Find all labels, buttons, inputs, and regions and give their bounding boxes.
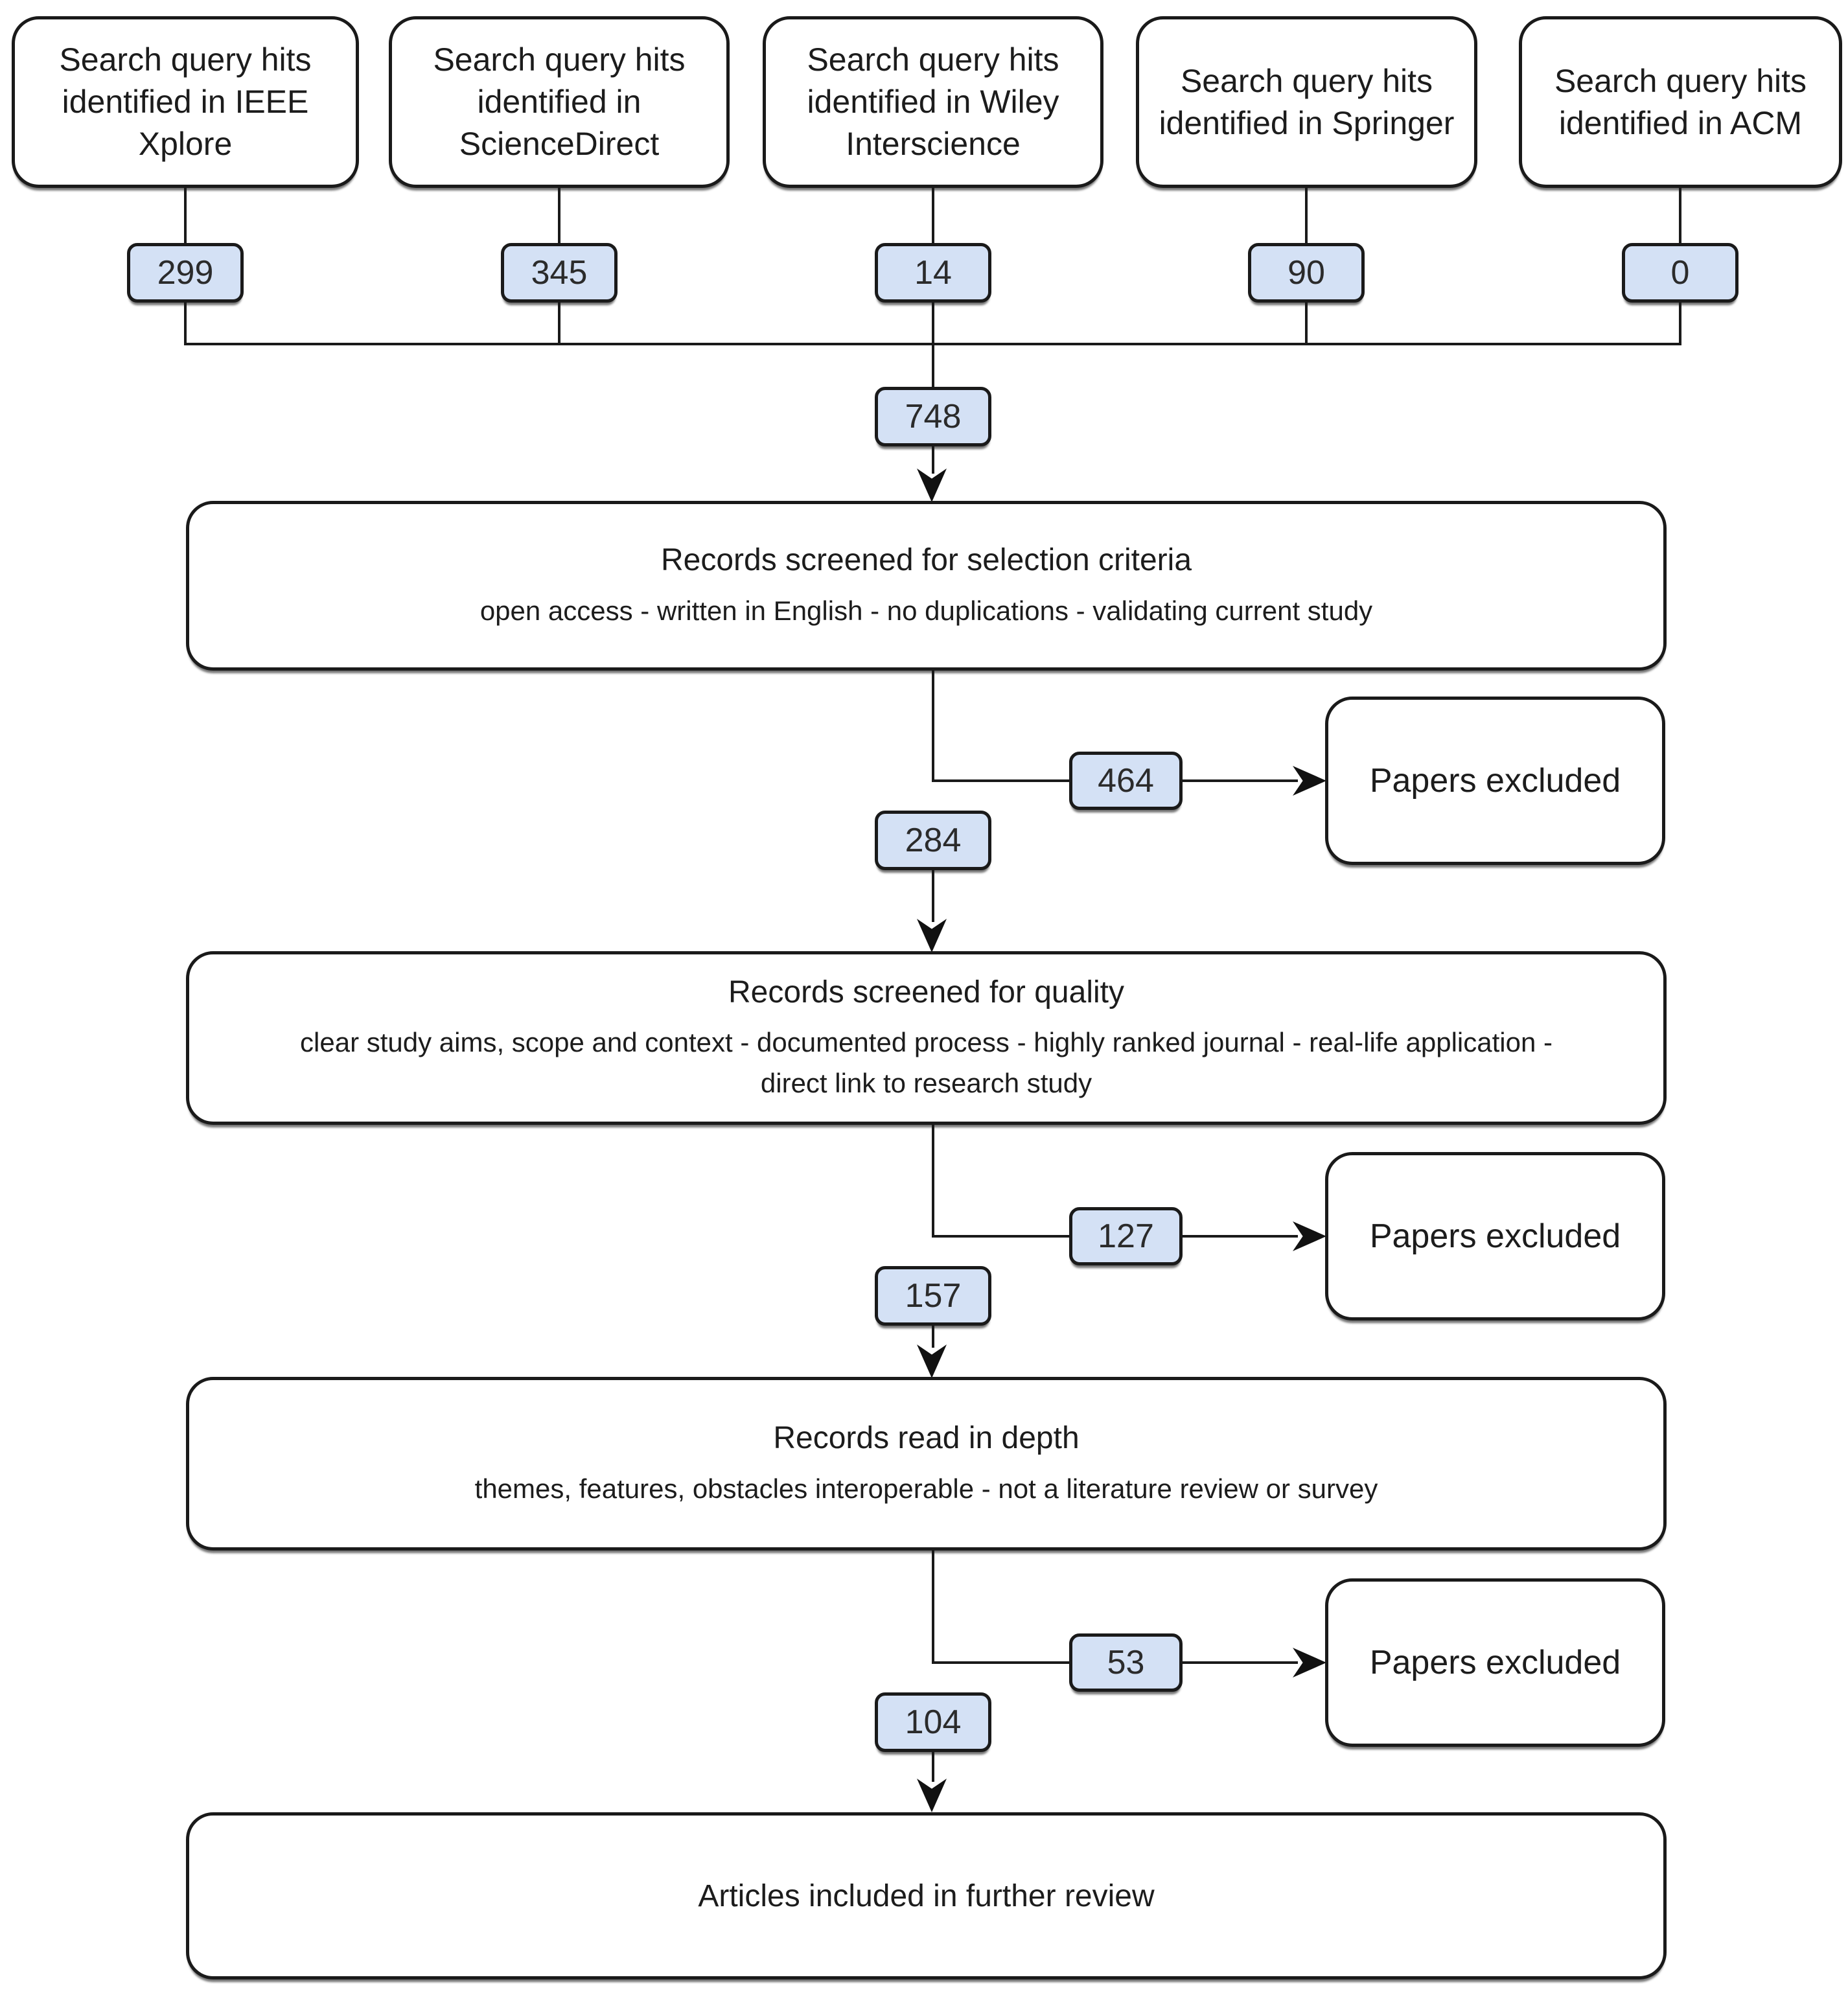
stage-text: Records screened for quality clear study… bbox=[189, 973, 1663, 1103]
source-box-label: Search query hits identified in ScienceD… bbox=[433, 41, 686, 162]
stage-box-read-in-depth: Records read in depth themes, features, … bbox=[186, 1377, 1667, 1551]
papers-excluded-box-2: Papers excluded bbox=[1325, 1152, 1665, 1320]
branch-arrow-line-1 bbox=[1183, 779, 1298, 782]
final-box-label: Articles included in further review bbox=[698, 1878, 1155, 1913]
source-box-springer: Search query hits identified in Springer bbox=[1136, 16, 1477, 188]
connector-stub-acm-bottom bbox=[1679, 301, 1681, 345]
main-flow-line-7 bbox=[932, 1752, 934, 1782]
count-badge-wiley-interscience: 14 bbox=[875, 243, 991, 303]
main-flow-line-6 bbox=[932, 1551, 934, 1663]
papers-excluded-label: Papers excluded bbox=[1369, 1644, 1621, 1681]
remaining-count-badge-1: 284 bbox=[875, 811, 991, 870]
excluded-count-badge-3: 53 bbox=[1069, 1633, 1183, 1692]
connector-stub-sciencedirect-bottom bbox=[558, 301, 560, 345]
source-box-label: Search query hits identified in IEEE Xpl… bbox=[59, 41, 312, 162]
papers-excluded-label: Papers excluded bbox=[1369, 762, 1621, 800]
connector-stub-sciencedirect-top bbox=[558, 187, 560, 245]
stage-title: Records read in depth bbox=[773, 1421, 1080, 1456]
papers-excluded-label: Papers excluded bbox=[1369, 1217, 1621, 1255]
main-flow-line-2 bbox=[932, 671, 934, 782]
remaining-count-badge-3: 104 bbox=[875, 1692, 991, 1752]
excluded-count-badge-2: 127 bbox=[1069, 1207, 1183, 1265]
branch-line-2 bbox=[932, 1235, 1069, 1238]
branch-arrow-line-2 bbox=[1183, 1235, 1298, 1238]
merge-connector-line bbox=[185, 343, 1681, 345]
source-box-label: Search query hits identified in ACM bbox=[1554, 62, 1807, 141]
papers-excluded-box-3: Papers excluded bbox=[1325, 1578, 1665, 1747]
connector-stub-springer-bottom bbox=[1305, 301, 1308, 345]
stage-box-quality: Records screened for quality clear study… bbox=[186, 951, 1667, 1125]
main-flow-line-4 bbox=[932, 1125, 934, 1236]
count-badge-sciencedirect: 345 bbox=[501, 243, 618, 303]
source-box-sciencedirect: Search query hits identified in ScienceD… bbox=[389, 16, 730, 188]
main-flow-line-3 bbox=[932, 870, 934, 922]
stage-criteria: clear study aims, scope and context - do… bbox=[300, 1027, 1553, 1099]
connector-stub-ieee-top bbox=[184, 187, 187, 245]
papers-excluded-box-1: Papers excluded bbox=[1325, 697, 1665, 865]
branch-line-3 bbox=[932, 1661, 1069, 1664]
branch-arrow-line-3 bbox=[1183, 1661, 1298, 1664]
arrowhead-down-icon bbox=[917, 1779, 947, 1812]
source-box-ieee-xplore: Search query hits identified in IEEE Xpl… bbox=[12, 16, 359, 188]
connector-stub-ieee-bottom bbox=[184, 301, 187, 345]
stage-criteria: open access - written in English - no du… bbox=[479, 595, 1373, 626]
total-count-badge: 748 bbox=[875, 387, 991, 446]
arrowhead-down-icon bbox=[917, 1344, 947, 1378]
source-box-label: Search query hits identified in Wiley In… bbox=[807, 41, 1059, 162]
stage-title: Records screened for selection criteria bbox=[660, 543, 1192, 578]
count-badge-ieee-xplore: 299 bbox=[127, 243, 244, 303]
connector-stub-springer-top bbox=[1305, 187, 1308, 245]
stage-text: Records read in depth themes, features, … bbox=[189, 1418, 1663, 1508]
final-box-articles-included: Articles included in further review bbox=[186, 1812, 1667, 1979]
remaining-count-badge-2: 157 bbox=[875, 1266, 991, 1326]
main-flow-line-1 bbox=[932, 445, 934, 474]
count-badge-springer: 90 bbox=[1248, 243, 1365, 303]
connector-stub-wiley-top bbox=[932, 187, 934, 245]
stage-criteria: themes, features, obstacles interoperabl… bbox=[474, 1473, 1378, 1504]
arrowhead-down-icon bbox=[917, 919, 947, 952]
main-flow-line-5 bbox=[932, 1326, 934, 1348]
connector-stub-acm-top bbox=[1679, 187, 1681, 245]
source-box-acm: Search query hits identified in ACM bbox=[1519, 16, 1842, 188]
count-badge-acm: 0 bbox=[1622, 243, 1738, 303]
source-box-wiley-interscience: Search query hits identified in Wiley In… bbox=[763, 16, 1103, 188]
connector-stub-wiley-bottom bbox=[932, 301, 934, 345]
source-box-label: Search query hits identified in Springer bbox=[1159, 62, 1455, 141]
excluded-count-badge-1: 464 bbox=[1069, 752, 1183, 810]
stage-title: Records screened for quality bbox=[728, 974, 1124, 1009]
merge-drop-line bbox=[932, 345, 934, 388]
branch-line-1 bbox=[932, 779, 1069, 782]
stage-text: Records screened for selection criteria … bbox=[189, 540, 1663, 630]
stage-box-selection-criteria: Records screened for selection criteria … bbox=[186, 501, 1667, 671]
